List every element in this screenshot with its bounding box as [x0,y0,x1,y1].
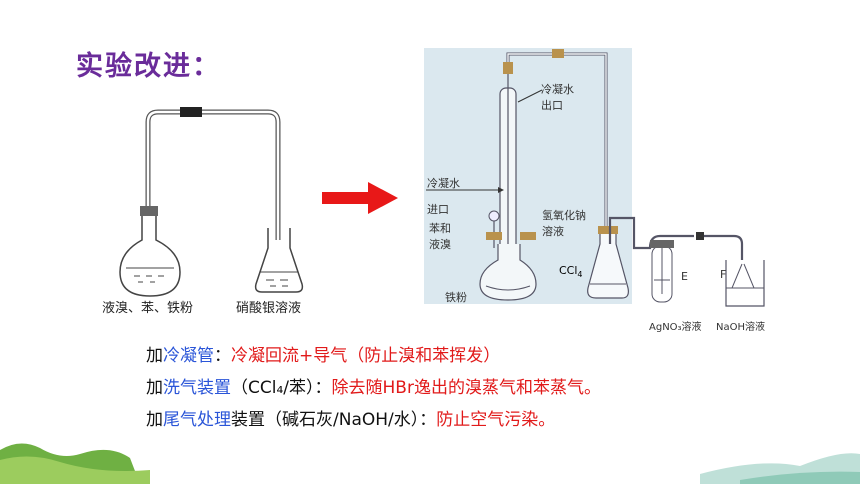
landscape-decoration [0,443,860,484]
flask-contents-label: 液溴、苯、铁粉 [102,301,194,316]
red-right-arrow-icon [322,182,398,214]
condenser-water-out-label: 冷凝水 出口 [541,83,574,112]
naoh-beaker-label: NaOH溶液 [716,322,765,333]
slide-title: 实验改进： [76,51,221,82]
statement-tail-gas: 加尾气处理装置（碱石灰/NaOH/水）：防止空气污染。 [146,410,556,430]
beaker-f-label: F [720,268,727,281]
beaker-contents-label: 硝酸银溶液 [236,301,302,316]
iron-powder-label: 铁粉 [445,291,467,304]
original-apparatus-diagram [119,107,304,297]
improvement-statements: 加冷凝管：冷凝回流+导气（防止溴和苯挥发） 加洗气装置（CCl₄/苯）：除去随H… [146,340,601,436]
statement-gas-washing: 加洗气装置（CCl₄/苯）：除去随HBr逸出的溴蒸气和苯蒸气。 [146,378,601,398]
statement-condenser: 加冷凝管：冷凝回流+导气（防止溴和苯挥发） [146,346,501,366]
tube-e-label: E [681,270,688,283]
agno3-solution-label: AgNO₃溶液 [649,322,702,333]
benzene-bromine-label: 苯和 液溴 [429,222,451,251]
improved-apparatus-diagram [424,48,765,307]
ccl4-label: CCl4 [559,264,583,280]
naoh-solution-label: 氢氧化钠 溶液 [542,209,586,238]
condenser-water-in-label: 冷凝水 进口 [427,177,460,216]
